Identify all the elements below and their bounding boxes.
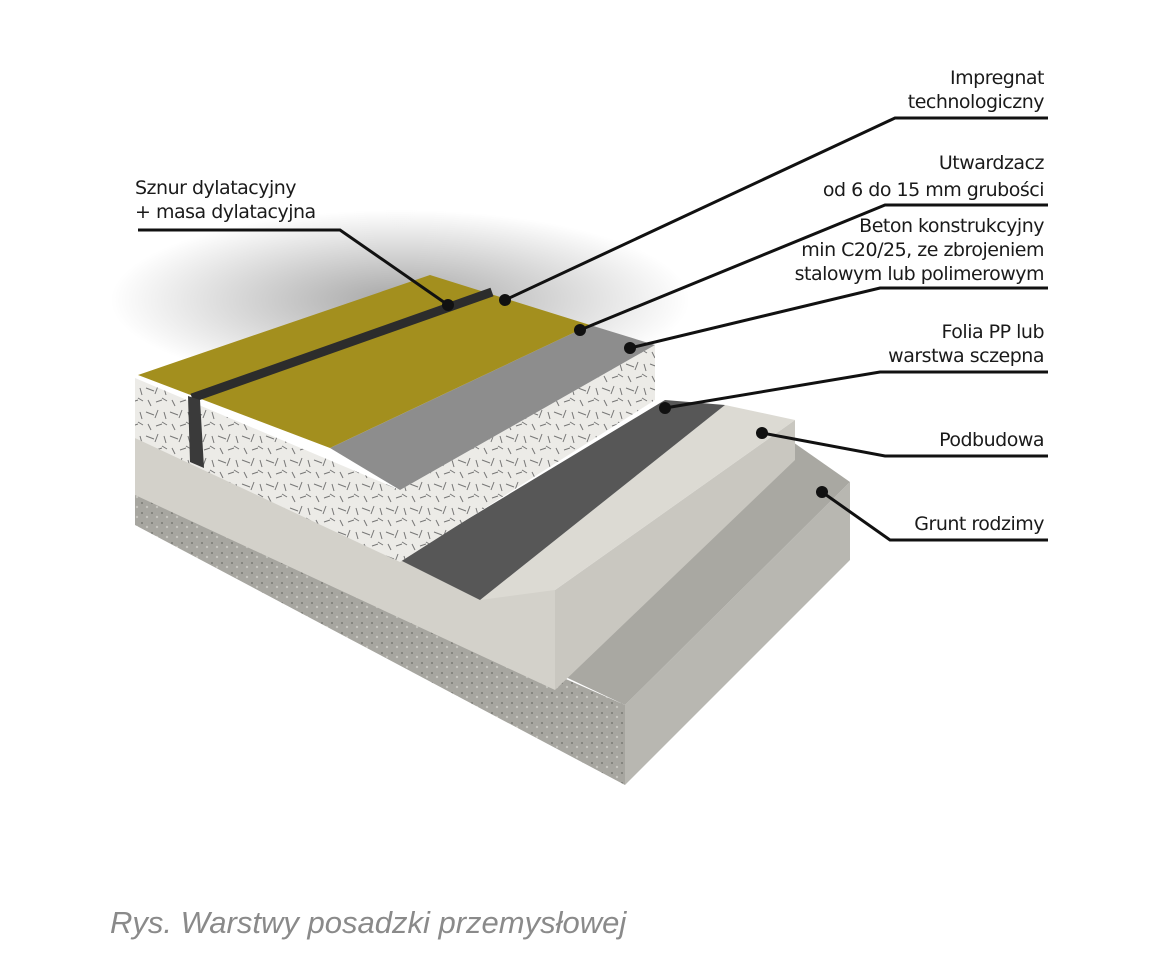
- figure-caption: Rys. Warstwy posadzki przemysłowej: [110, 905, 627, 940]
- label-sznur: Sznur dylatacyjny + masa dylatacyjna: [135, 176, 316, 224]
- label-line: Utwardzacz: [938, 152, 1045, 174]
- layer-grunt: [135, 440, 850, 785]
- label-line: warstwa sczepna: [888, 345, 1044, 367]
- label-line: Beton konstrukcyjny: [859, 215, 1044, 237]
- label-impregnat: Impregnat technologiczny: [907, 66, 1045, 114]
- label-line: Grunt rodzimy: [914, 513, 1044, 535]
- label-utwardzacz: Utwardzacz od 6 do 15 mm grubości: [822, 150, 1045, 204]
- label-line: od 6 do 15 mm grubości: [822, 179, 1045, 201]
- label-beton: Beton konstrukcyjny min C20/25, ze zbroj…: [794, 214, 1045, 286]
- expansion-joint-side: [188, 396, 204, 468]
- label-line: technologiczny: [907, 91, 1045, 113]
- layer-utwardzacz: [138, 275, 590, 448]
- label-line: + masa dylatacyjna: [135, 201, 316, 223]
- label-line: Podbudowa: [939, 429, 1044, 451]
- label-line: Folia PP lub: [941, 321, 1045, 343]
- layer-folia: [400, 400, 725, 600]
- label-line: stalowym lub polimerowym: [794, 263, 1045, 285]
- label-line: min C20/25, ze zbrojeniem: [801, 239, 1044, 261]
- expansion-joint: [190, 287, 494, 403]
- label-podbudowa: Podbudowa: [939, 428, 1044, 452]
- label-line: Impregnat: [950, 67, 1044, 89]
- label-grunt: Grunt rodzimy: [914, 512, 1044, 536]
- label-folia: Folia PP lub warstwa sczepna: [888, 320, 1044, 368]
- leader-dots: [442, 294, 828, 498]
- layer-podbudowa: [135, 405, 795, 690]
- leader-lines: [138, 116, 1048, 542]
- label-line: Sznur dylatacyjny: [135, 177, 297, 199]
